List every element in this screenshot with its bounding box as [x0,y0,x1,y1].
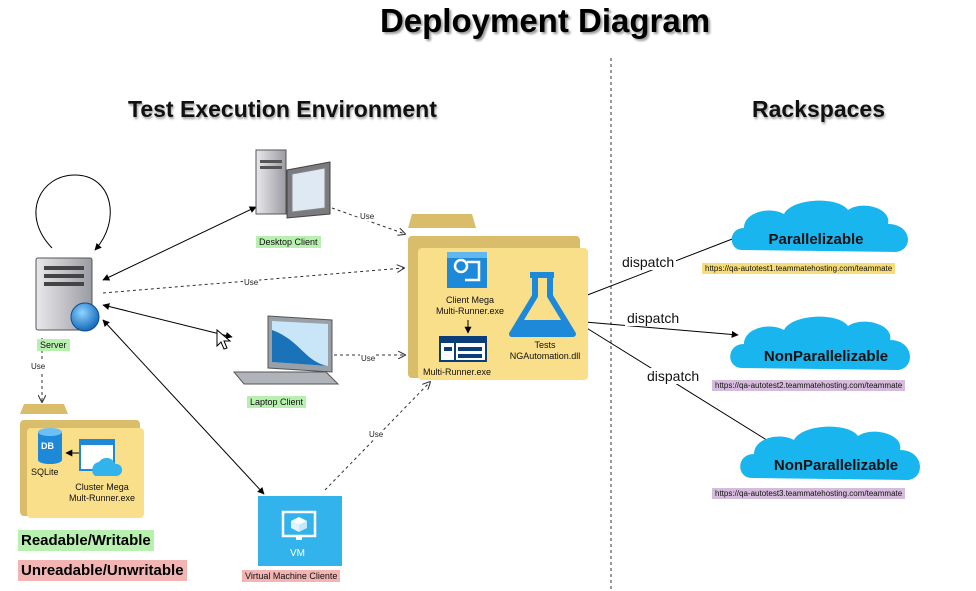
section-title-rackspaces: Rackspaces [752,96,885,122]
server-icon [35,257,100,332]
server-label: Server [37,339,70,351]
db-badge: DB [41,441,54,451]
virtual-machine-icon [258,496,342,566]
cloud-url-1: https://qa-autotest1.teammatehosting.com… [702,263,896,274]
cluster-app-icon [79,439,123,476]
edge-server-laptop [102,303,233,339]
diagram-title: Deployment Diagram [379,2,711,39]
cloud-label-3: NonParallelizable [773,457,899,474]
desktop-computer-icon [255,149,331,219]
edge-server-vm [102,319,265,495]
cloud-label-2: NonParallelizable [763,348,889,365]
mouse-cursor-icon [216,328,232,350]
tests-label-line1: Tests [534,340,556,350]
edge-dispatch-3 [584,326,779,448]
legend-readable: Readable/Writable [18,530,154,551]
cloud-url-3: https://qa-autotest3.teammatehosting.com… [712,488,906,499]
client-runner-label: Client Mega Multi-Runner.exe [422,295,518,317]
client-runner-label-line1: Client Mega [445,295,495,305]
desktop-client-label: Desktop Client [256,236,321,248]
cloud-icon-2 [730,316,910,370]
client-runner-label-line2: Multi-Runner.exe [435,306,505,316]
tests-label-line2: NGAutomation.dll [509,351,581,361]
laptop-client-label: Laptop Client [247,396,307,408]
edge-dispatch-2 [584,321,739,338]
cloud-icon-3 [740,426,920,480]
tests-label: Tests NGAutomation.dll [503,340,587,362]
dispatch-label-2: dispatch [625,310,682,326]
use-label-desktop: Use [359,212,376,221]
laptop-icon [232,315,340,385]
sqlite-label: SQLite [31,467,59,477]
cloud-icon-1 [731,200,908,252]
use-label-laptop: Use [360,354,377,363]
section-title-test-env: Test Execution Environment [128,96,437,122]
dispatch-label-3: dispatch [645,368,702,384]
flask-icon [509,272,576,337]
edge-vm-folder [324,382,430,491]
vm-icon-text: VM [290,548,305,559]
database-icon [38,428,62,464]
cluster-runner-label-line2: Mult-Runner.exe [68,493,136,503]
cluster-runner-label-line1: Cluster Mega [75,482,129,492]
dispatch-label-1: dispatch [620,254,677,270]
use-label-cluster: Use [30,362,47,371]
server-self-loop [35,174,111,251]
multirunner-label: Multi-Runner.exe [423,367,492,377]
use-label-server: Use [243,278,260,287]
multirunner-table-icon [439,336,487,362]
use-label-vm: Use [368,430,385,439]
cluster-runner-label: Cluster Mega Mult-Runner.exe [60,482,144,504]
app-window-icon [447,252,487,288]
vm-client-label: Virtual Machine Cliente [242,570,341,582]
cloud-label-1: Parallelizable [768,231,864,248]
legend-unreadable: Unreadable/Unwritable [18,560,187,581]
edge-desktop-folder [331,207,405,234]
cloud-url-2: https://qa-autotest2.teammatehosting.com… [712,380,906,391]
edge-server-desktop [102,206,257,281]
